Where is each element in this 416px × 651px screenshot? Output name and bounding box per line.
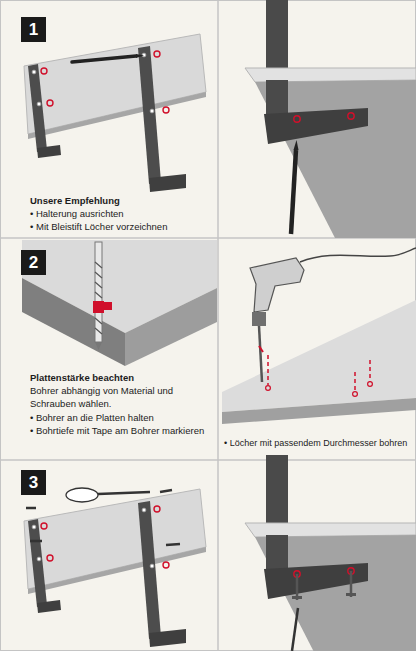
text-block: • Löcher mit passendem Durchmesser bohre… — [224, 437, 414, 450]
step-number-text: 2 — [29, 253, 38, 273]
instruction-text: • Bohrtiefe mit Tape am Bohrer markieren — [30, 424, 215, 437]
step-number: 3 — [21, 470, 46, 495]
instruction-text: • Löcher mit passendem Durchmesser bohre… — [224, 437, 414, 450]
text-block: Unsere Empfehlung• Halterung ausrichten•… — [30, 194, 214, 234]
instruction-text: Bohrer abhängig von Material und Schraub… — [30, 384, 215, 410]
step-number-text: 1 — [29, 20, 38, 40]
step-number-text: 3 — [29, 473, 38, 493]
instruction-text: • Mit Bleistift Löcher vorzeichnen — [30, 220, 214, 233]
instruction-text: • Halterung ausrichten — [30, 207, 214, 220]
text-block: Plattenstärke beachtenBohrer abhängig vo… — [30, 371, 215, 437]
step-number: 1 — [21, 17, 46, 42]
step-number: 2 — [21, 250, 46, 275]
section-heading: Plattenstärke beachten — [30, 371, 215, 384]
section-heading: Unsere Empfehlung — [30, 194, 214, 207]
instruction-text: • Bohrer an die Platten halten — [30, 411, 215, 424]
